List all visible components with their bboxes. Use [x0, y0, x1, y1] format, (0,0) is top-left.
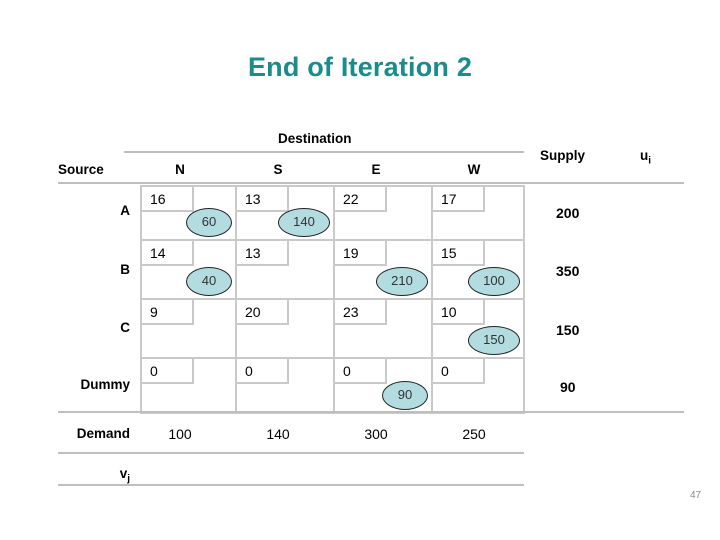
cost-B-W: 15	[433, 241, 485, 266]
row-label-a: A	[120, 203, 130, 218]
cost-Dummy-E: 0	[335, 359, 387, 384]
header-rule	[58, 182, 684, 184]
page-title: End of Iteration 2	[247, 52, 473, 82]
destination-rule	[124, 151, 524, 153]
cell-Dummy-E[interactable]: 0 90	[335, 359, 433, 414]
cell-Dummy-S[interactable]: 0	[237, 359, 335, 414]
allocation-A-S: 140	[278, 208, 330, 237]
row-label-c: C	[120, 320, 130, 335]
vj-bottom-rule	[58, 484, 524, 486]
destination-header: Destination	[278, 131, 352, 146]
allocation-Dummy-E: 90	[382, 381, 428, 410]
allocation-B-W: 100	[468, 267, 520, 296]
demand-bottom-rule	[58, 452, 524, 454]
demand-value-w: 250	[462, 426, 486, 442]
allocation-C-W: 150	[468, 326, 520, 355]
row-label-dummy: Dummy	[80, 377, 130, 392]
demand-top-rule	[58, 411, 684, 413]
supply-value-a: 200	[556, 205, 580, 221]
cost-C-N: 9	[142, 300, 194, 325]
cost-B-N: 14	[142, 241, 194, 266]
demand-value-e: 300	[364, 426, 388, 442]
cost-C-S: 20	[237, 300, 289, 325]
cell-C-N[interactable]: 9	[140, 300, 237, 359]
supply-value-b: 350	[556, 263, 580, 279]
column-header-e: E	[371, 162, 381, 177]
cost-Dummy-S: 0	[237, 359, 289, 384]
cell-A-S[interactable]: 13 140	[237, 185, 335, 241]
page-number: 47	[690, 490, 702, 501]
cell-Dummy-N[interactable]: 0	[140, 359, 237, 414]
demand-value-s: 140	[266, 426, 290, 442]
demand-value-n: 100	[168, 426, 192, 442]
cell-B-S[interactable]: 13	[237, 241, 335, 300]
demand-label: Demand	[76, 426, 130, 441]
cost-B-E: 19	[335, 241, 387, 266]
cell-Dummy-W[interactable]: 0	[433, 359, 525, 414]
column-header-w: W	[467, 162, 481, 177]
column-header-n: N	[175, 162, 185, 177]
cost-Dummy-W: 0	[433, 359, 485, 384]
cost-A-N: 16	[142, 187, 194, 212]
cost-A-W: 17	[433, 187, 485, 212]
ui-header: ui	[640, 148, 651, 167]
cell-A-N[interactable]: 16 60	[140, 185, 237, 241]
cell-B-W[interactable]: 15 100	[433, 241, 525, 300]
allocation-B-E: 210	[376, 267, 428, 296]
supply-value-dummy: 90	[560, 379, 576, 395]
cost-C-E: 23	[335, 300, 387, 325]
vj-subscript: j	[127, 473, 130, 485]
ui-subscript: i	[648, 155, 652, 167]
cell-A-E[interactable]: 22	[335, 185, 433, 241]
vj-label: vj	[58, 466, 130, 485]
cell-B-E[interactable]: 19 210	[335, 241, 433, 300]
cost-B-S: 13	[237, 241, 289, 266]
cost-Dummy-N: 0	[142, 359, 194, 384]
allocation-A-N: 60	[186, 208, 232, 237]
cost-A-S: 13	[237, 187, 289, 212]
allocation-B-N: 40	[186, 267, 232, 296]
supply-value-c: 150	[556, 322, 580, 338]
column-header-s: S	[273, 162, 283, 177]
cost-A-E: 22	[335, 187, 387, 212]
tableau-grid: 16 60 13 140 22 17 14 40 13 19 210 15 10…	[140, 185, 525, 414]
cost-C-W: 10	[433, 300, 485, 325]
supply-header: Supply	[540, 148, 586, 163]
row-label-b: B	[120, 262, 130, 277]
cell-A-W[interactable]: 17	[433, 185, 525, 241]
ui-symbol: u	[640, 148, 649, 163]
cell-C-E[interactable]: 23	[335, 300, 433, 359]
cell-C-S[interactable]: 20	[237, 300, 335, 359]
cell-C-W[interactable]: 10 150	[433, 300, 525, 359]
source-header: Source	[58, 162, 104, 177]
cell-B-N[interactable]: 14 40	[140, 241, 237, 300]
vj-symbol: v	[119, 466, 128, 481]
